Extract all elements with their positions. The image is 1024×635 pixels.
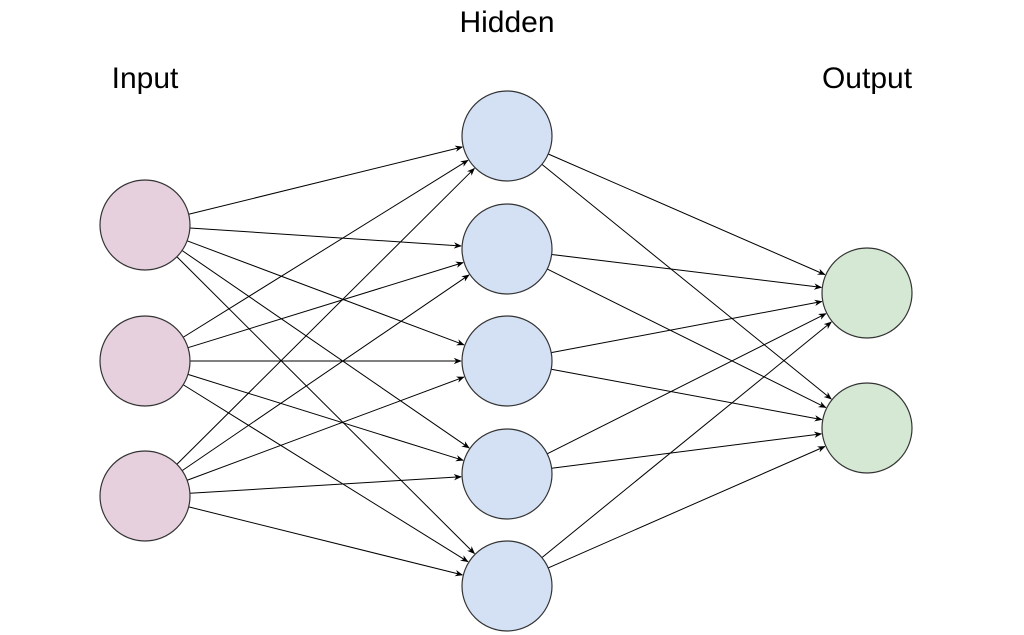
edge-hidden-1-to-output-1 xyxy=(548,153,826,276)
edge-input-2-to-hidden-5 xyxy=(182,384,469,563)
output-neuron-1 xyxy=(821,247,913,339)
input-neuron-3 xyxy=(99,450,191,542)
edge-input-3-to-hidden-1 xyxy=(176,167,475,465)
hidden-neuron-2 xyxy=(461,203,553,295)
neurons xyxy=(99,90,913,632)
edge-hidden-2-to-output-2 xyxy=(547,268,827,408)
input-neuron-1 xyxy=(99,179,191,271)
connections xyxy=(176,145,832,577)
edge-input-1-to-hidden-2 xyxy=(189,227,462,249)
edge-hidden-5-to-output-2 xyxy=(548,446,826,569)
edge-hidden-4-to-output-2 xyxy=(551,431,823,469)
edge-input-2-to-hidden-1 xyxy=(182,159,469,338)
edge-input-3-to-hidden-3 xyxy=(186,376,465,481)
edge-hidden-1-to-output-2 xyxy=(541,163,832,400)
hidden-neuron-1 xyxy=(461,90,553,182)
edge-input-3-to-hidden-4 xyxy=(189,474,462,494)
output-layer-label: Output xyxy=(822,62,913,95)
edge-hidden-5-to-output-1 xyxy=(541,321,832,558)
hidden-neuron-5 xyxy=(461,540,553,632)
edge-hidden-4-to-output-1 xyxy=(546,313,827,455)
hidden-neuron-4 xyxy=(461,428,553,520)
edge-hidden-3-to-output-2 xyxy=(551,368,823,422)
input-neuron-2 xyxy=(99,315,191,407)
edge-input-1-to-hidden-3 xyxy=(186,240,465,346)
hidden-neuron-3 xyxy=(461,315,553,407)
edge-input-1-to-hidden-4 xyxy=(181,250,470,449)
edge-input-1-to-hidden-5 xyxy=(176,256,475,555)
output-neuron-2 xyxy=(821,382,913,474)
edge-input-1-to-hidden-1 xyxy=(188,145,464,215)
edge-hidden-2-to-output-1 xyxy=(551,253,823,290)
input-layer-label: Input xyxy=(112,62,179,95)
edge-input-3-to-hidden-2 xyxy=(181,274,470,472)
edge-input-2-to-hidden-4 xyxy=(187,373,464,462)
edge-input-3-to-hidden-5 xyxy=(188,506,464,577)
hidden-layer-label: Hidden xyxy=(459,6,554,39)
edge-hidden-3-to-output-1 xyxy=(551,299,823,354)
edge-input-2-to-hidden-2 xyxy=(187,261,464,349)
